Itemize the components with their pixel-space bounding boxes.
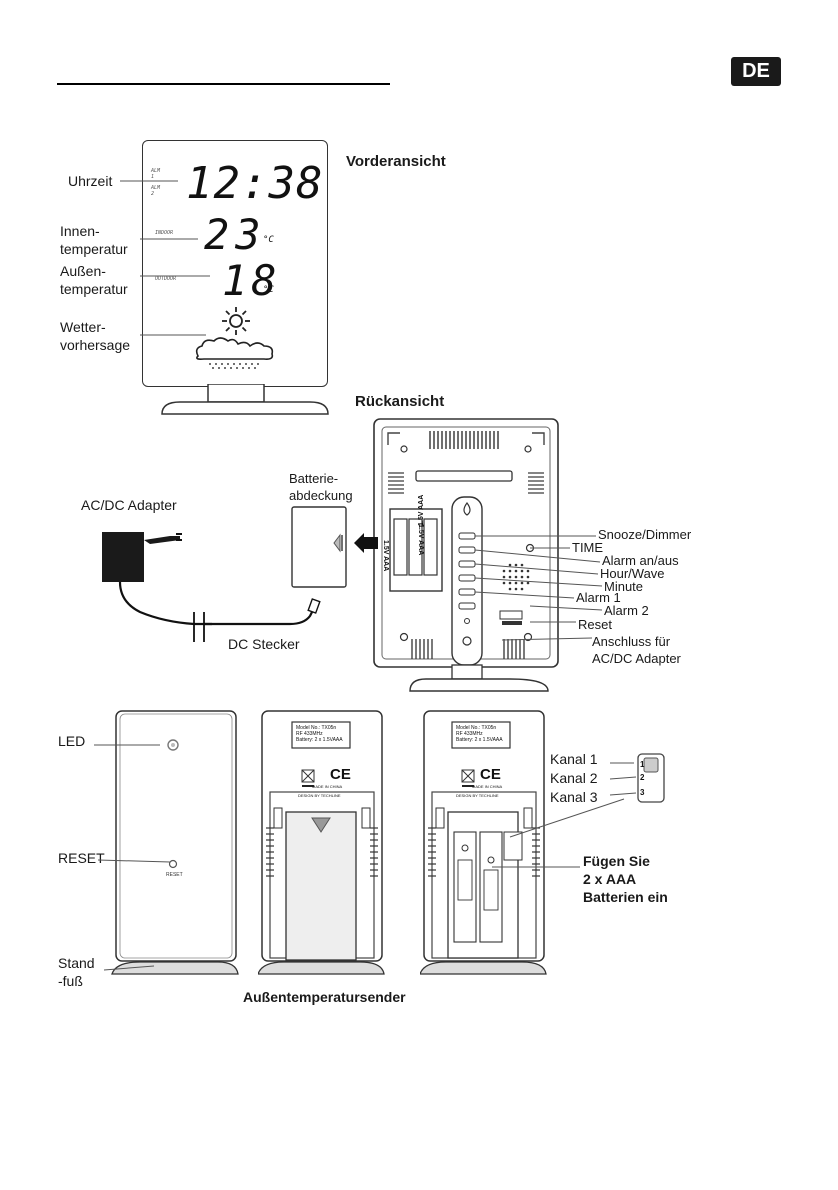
- sender-plate-right: Model No.: TX05n RF 433MHz Battery: 2 x …: [456, 725, 503, 743]
- sender-front: [111, 710, 239, 975]
- label-minute: Minute: [604, 579, 644, 594]
- insert-leader-line: [492, 866, 580, 868]
- label-channel-2: Kanal 2: [550, 770, 598, 786]
- back-view-title: Rückansicht: [355, 393, 445, 410]
- outdoor-temp-digits: 18: [222, 256, 281, 305]
- label-ac-dc-adapter: AC/DC Adapter: [81, 497, 177, 513]
- plate-right-line1: Model No.: TX05n: [456, 725, 497, 731]
- label-insert-batteries: Fügen Sie 2 x AAA Batterien ein: [583, 852, 668, 906]
- indoor-unit: °C: [263, 235, 274, 245]
- label-alarm2: Alarm 2: [604, 603, 649, 618]
- outdoor-unit: °C: [263, 285, 274, 295]
- sender-plate-left: Model No.: TX05n RF 433MHz Battery: 2 x …: [296, 725, 343, 743]
- label-channel-3: Kanal 3: [550, 789, 598, 805]
- ce-mark-right: CE: [480, 766, 501, 783]
- back-device: [373, 418, 559, 692]
- label-snooze-dimmer: Snooze/Dimmer: [598, 527, 692, 542]
- plate-right-line3: Battery: 2 x 1.5VAAA: [456, 737, 503, 743]
- label-time-button: TIME: [572, 540, 604, 555]
- label-forecast: Wetter- vorhersage: [60, 318, 130, 354]
- label-dc-jack-line2: AC/DC Adapter: [592, 651, 681, 666]
- label-alarm1: Alarm 1: [576, 590, 621, 605]
- plate-right-line2: RF 433MHz: [456, 731, 483, 737]
- back-leader-lines: [474, 535, 603, 641]
- label-reset: RESET: [58, 850, 105, 866]
- label-forecast-line2: vorhersage: [60, 337, 131, 353]
- language-badge: DE: [731, 57, 781, 86]
- time-digits: 12:38: [186, 158, 324, 209]
- label-stand: Stand -fuß: [58, 954, 95, 990]
- channel-leader-lines: [509, 762, 637, 838]
- label-battery-cover-line2: abdeckung: [289, 488, 353, 503]
- made-in-right: MADE IN CHINA: [472, 784, 503, 789]
- indoor-tag: INDOOR: [155, 230, 174, 236]
- adapter-illustration: [102, 532, 321, 642]
- label-battery-cover: Batterie- abdeckung: [289, 470, 353, 504]
- channel-number-1: 1: [640, 760, 645, 769]
- battery-label-2: 1.5V AAA: [418, 494, 425, 526]
- label-led: LED: [58, 733, 86, 749]
- channel-number-3: 3: [640, 788, 645, 797]
- ce-mark-left: CE: [330, 766, 351, 783]
- label-reset-button: Reset: [578, 617, 612, 632]
- sender-leader-lines: [94, 744, 171, 971]
- label-indoor-line1: Innen-: [60, 223, 100, 239]
- made-in-left: MADE IN CHINA: [312, 784, 343, 789]
- design-right: DESIGN BY TECHLINE: [456, 793, 499, 798]
- front-leader-lines: [120, 180, 210, 336]
- front-view-title: Vorderansicht: [346, 153, 446, 170]
- label-hour-wave: Hour/Wave: [600, 566, 665, 581]
- label-indoor: Innen- temperatur: [60, 222, 128, 258]
- label-stand-line1: Stand: [58, 955, 95, 971]
- label-outdoor-line2: temperatur: [60, 281, 128, 297]
- cloud-rain-icon: [195, 337, 274, 369]
- sender-back-open: [420, 710, 547, 975]
- label-dc-plug: DC Stecker: [228, 636, 300, 652]
- label-forecast-line1: Wetter-: [60, 319, 106, 335]
- label-insert-line1: Fügen Sie: [583, 853, 650, 869]
- plate-left-line3: Battery: 2 x 1.5VAAA: [296, 737, 343, 743]
- label-time: Uhrzeit: [68, 173, 113, 189]
- label-battery-cover-line1: Batterie-: [289, 471, 339, 486]
- sender-back-cover: [258, 710, 385, 975]
- label-dc-jack: Anschluss für AC/DC Adapter: [592, 633, 681, 667]
- label-indoor-line2: temperatur: [60, 241, 128, 257]
- sender-reset-small: RESET: [166, 872, 183, 878]
- label-alarm-on-off: Alarm an/aus: [602, 553, 679, 568]
- front-stand: [161, 384, 329, 415]
- plate-left-line2: RF 433MHz: [296, 731, 323, 737]
- label-outdoor: Außen- temperatur: [60, 262, 128, 298]
- channel-switch: [637, 753, 665, 803]
- plate-left-line1: Model No.: TX05n: [296, 725, 337, 731]
- alm1-indicator: ALM 1: [151, 168, 161, 180]
- battery-label-3: 1.5V AAA: [417, 524, 424, 556]
- label-insert-line3: Batterien ein: [583, 889, 668, 905]
- outdoor-tag: OUTDOOR: [155, 276, 177, 282]
- channel-number-2: 2: [640, 773, 645, 782]
- label-channel-1: Kanal 1: [550, 751, 598, 767]
- sun-icon: [222, 307, 250, 335]
- label-insert-line2: 2 x AAA: [583, 871, 637, 887]
- header-rule: [57, 83, 390, 85]
- label-stand-line2: -fuß: [58, 973, 83, 989]
- indoor-temp-digits: 23: [204, 210, 267, 259]
- label-dc-jack-line1: Anschluss für: [592, 634, 671, 649]
- alm2-indicator: ALM 2: [151, 185, 161, 197]
- battery-cover-illustration: [291, 506, 378, 588]
- label-outdoor-line1: Außen-: [60, 263, 106, 279]
- design-left: DESIGN BY TECHLINE: [298, 793, 341, 798]
- sender-title: Außentemperatursender: [243, 989, 406, 1005]
